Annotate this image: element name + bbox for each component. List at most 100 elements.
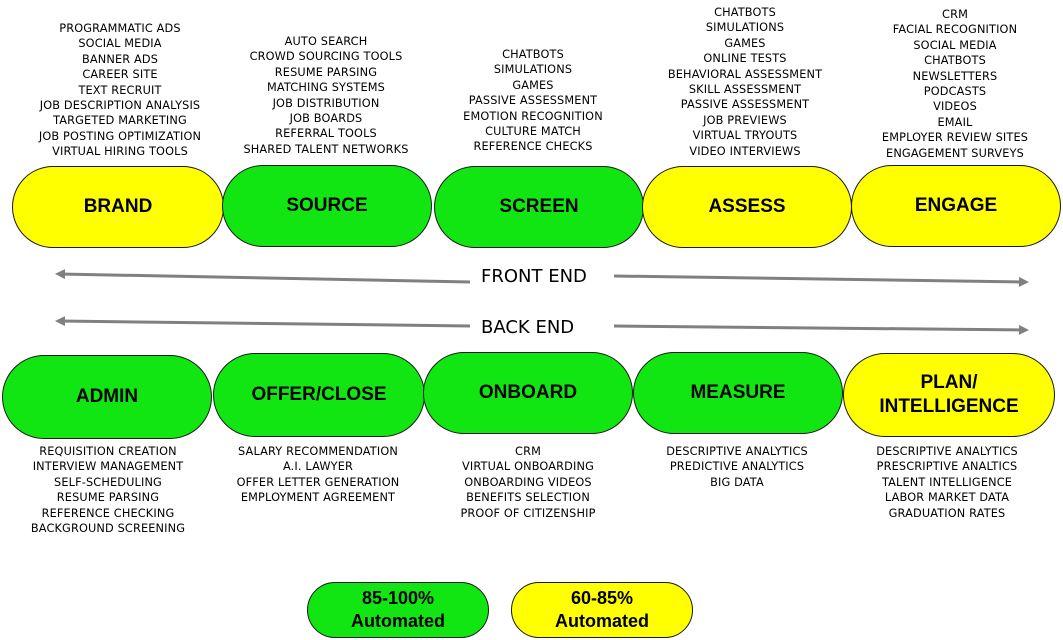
legend-caption: Automated xyxy=(555,611,649,631)
back-end-label: BACK END xyxy=(481,317,575,338)
list-item: JOB DISTRIBUTION xyxy=(272,96,380,110)
list-item: VIRTUAL ONBOARDING xyxy=(462,460,594,474)
list-item: CHATBOTS xyxy=(714,6,776,19)
screen-tools-list: CHATBOTS SIMULATIONS GAMES PASSIVE ASSES… xyxy=(433,47,633,155)
stage-label: BRAND xyxy=(83,196,153,217)
list-item: NEWSLETTERS xyxy=(912,69,998,83)
legend-range: 85-100% xyxy=(361,588,435,608)
assess-tools-list: CHATBOTS SIMULATIONS GAMES ONLINE TESTS … xyxy=(645,5,845,159)
stage-label: OFFER/CLOSE xyxy=(251,384,387,405)
list-item: VIRTUAL TRYOUTS xyxy=(692,129,798,143)
list-item: TEXT RECRUIT xyxy=(78,83,162,97)
list-item: EMPLOYER REVIEW SITES xyxy=(881,131,1029,145)
stage-label: ENGAGE xyxy=(914,195,998,216)
list-item: OFFER LETTER GENERATION xyxy=(236,475,400,489)
front-end-arrow-left xyxy=(55,269,471,284)
list-item: SIMULATIONS xyxy=(493,63,573,77)
stage-label: SCREEN xyxy=(499,196,579,217)
legend-medium-automation: 60-85% Automated xyxy=(511,582,693,638)
stage-onboard: ONBOARD xyxy=(423,352,633,434)
list-item: A.I. LAWYER xyxy=(282,460,353,474)
list-item: JOB POSTING OPTIMIZATION xyxy=(38,129,202,143)
list-item: ONBOARDING VIDEOS xyxy=(464,475,592,489)
list-item: PASSIVE ASSESSMENT xyxy=(680,98,810,112)
back-end-arrow-right xyxy=(613,324,1029,335)
list-item: BIG DATA xyxy=(710,475,764,489)
back-end-arrow-left xyxy=(55,316,471,328)
stage-screen: SCREEN xyxy=(434,166,644,248)
list-item: PASSIVE ASSESSMENT xyxy=(468,94,598,108)
legend-range: 60-85% xyxy=(570,588,634,608)
list-item: CROWD SOURCING TOOLS xyxy=(249,50,403,64)
list-item: FACIAL RECOGNITION xyxy=(892,23,1018,37)
list-item: EMPLOYMENT AGREEMENT xyxy=(240,491,396,505)
list-item: CHATBOTS xyxy=(502,48,564,61)
engage-tools-list: CRM FACIAL RECOGNITION SOCIAL MEDIA CHAT… xyxy=(855,7,1055,161)
list-item: ENGAGEMENT SURVEYS xyxy=(886,146,1024,160)
stage-assess: ASSESS xyxy=(642,166,852,248)
list-item: EMAIL xyxy=(937,115,973,129)
list-item: LABOR MARKET DATA xyxy=(884,491,1010,505)
list-item: PROGRAMMATIC ADS xyxy=(59,22,181,35)
list-item: BANNER ADS xyxy=(81,52,159,66)
list-item: VIDEOS xyxy=(933,100,977,114)
list-item: ONLINE TESTS xyxy=(703,52,787,66)
list-item: CRM xyxy=(515,445,541,458)
list-item: DESCRIPTIVE ANALYTICS xyxy=(666,445,808,458)
list-item: VIDEO INTERVIEWS xyxy=(689,144,801,158)
front-end-label: FRONT END xyxy=(481,266,587,287)
list-item: SELF-SCHEDULING xyxy=(54,475,162,489)
stage-label: SOURCE xyxy=(286,195,368,216)
list-item: INTERVIEW MANAGEMENT xyxy=(32,460,184,474)
list-item: GRADUATION RATES xyxy=(888,506,1006,520)
list-item: RESUME PARSING xyxy=(56,491,160,505)
list-item: CULTURE MATCH xyxy=(485,125,581,139)
stage-plan-intelligence: PLAN/ INTELLIGENCE xyxy=(843,353,1055,437)
list-item: VIRTUAL HIRING TOOLS xyxy=(52,145,188,159)
stage-admin: ADMIN xyxy=(2,355,212,439)
list-item: SALARY RECOMMENDATION xyxy=(238,445,398,458)
stage-label: MEASURE xyxy=(690,382,786,403)
list-item: DESCRIPTIVE ANALYTICS xyxy=(876,445,1018,458)
list-item: SKILL ASSESSMENT xyxy=(688,83,802,97)
list-item: GAMES xyxy=(724,36,766,50)
list-item: REFERENCE CHECKS xyxy=(473,140,593,154)
list-item: JOB DESCRIPTION ANALYSIS xyxy=(39,99,201,113)
list-item: BEHAVIORAL ASSESSMENT xyxy=(667,67,823,81)
legend-caption: Automated xyxy=(351,611,445,631)
brand-tools-list: PROGRAMMATIC ADS SOCIAL MEDIA BANNER ADS… xyxy=(20,21,220,160)
stage-engage: ENGAGE xyxy=(851,165,1061,247)
stage-label-line1: PLAN/ xyxy=(920,372,978,393)
front-end-arrow-right xyxy=(613,274,1029,287)
stage-offer-close: OFFER/CLOSE xyxy=(213,353,425,437)
list-item: BACKGROUND SCREENING xyxy=(30,522,186,536)
list-item: SOCIAL MEDIA xyxy=(78,37,162,51)
stage-measure: MEASURE xyxy=(633,352,843,434)
list-item: EMOTION RECOGNITION xyxy=(463,109,603,123)
admin-tools-list: REQUISITION CREATION INTERVIEW MANAGEMEN… xyxy=(8,444,208,536)
list-item: PRESCRIPTIVE ANALTICS xyxy=(876,460,1018,474)
legend-high-automation: 85-100% Automated xyxy=(307,582,489,638)
list-item: REFERRAL TOOLS xyxy=(275,127,377,141)
onboard-tools-list: CRM VIRTUAL ONBOARDING ONBOARDING VIDEOS… xyxy=(428,444,628,521)
list-item: AUTO SEARCH xyxy=(284,35,368,48)
list-item: PROOF OF CITIZENSHIP xyxy=(460,506,596,520)
stage-label: ADMIN xyxy=(75,386,139,407)
list-item: SIMULATIONS xyxy=(705,21,785,35)
list-item: REQUISITION CREATION xyxy=(39,445,177,458)
stage-source: SOURCE xyxy=(222,165,432,247)
stage-label: ONBOARD xyxy=(478,382,578,403)
list-item: TALENT INTELLIGENCE xyxy=(881,475,1013,489)
list-item: JOB BOARDS xyxy=(289,112,363,126)
list-item: RESUME PARSING xyxy=(274,65,378,79)
list-item: SHARED TALENT NETWORKS xyxy=(243,142,409,156)
source-tools-list: AUTO SEARCH CROWD SOURCING TOOLS RESUME … xyxy=(226,34,426,157)
stage-brand: BRAND xyxy=(12,166,224,248)
list-item: BENEFITS SELECTION xyxy=(466,491,590,505)
stage-label: ASSESS xyxy=(708,196,786,217)
list-item: CHATBOTS xyxy=(924,54,986,68)
list-item: CAREER SITE xyxy=(82,68,158,82)
list-item: GAMES xyxy=(512,78,554,92)
list-item: PODCASTS xyxy=(923,85,987,99)
